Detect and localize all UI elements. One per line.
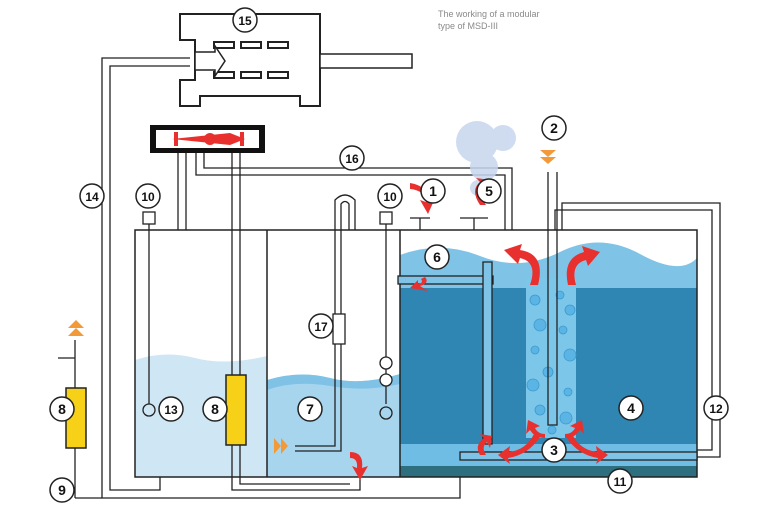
callout-6: 6 bbox=[424, 244, 450, 270]
blower-unit bbox=[179, 13, 413, 107]
label-17: 17 bbox=[314, 320, 328, 334]
label-5: 5 bbox=[485, 183, 493, 199]
arrow-clarifier bbox=[410, 277, 428, 291]
callout-12: 12 bbox=[703, 395, 729, 421]
label-14: 14 bbox=[85, 190, 99, 204]
callout-9: 9 bbox=[49, 477, 75, 503]
arrow-surface-left bbox=[504, 244, 540, 285]
callout-4: 4 bbox=[618, 395, 644, 421]
label-10a: 10 bbox=[141, 190, 155, 204]
tank-left-water bbox=[135, 354, 267, 477]
arrow-up-right bbox=[565, 420, 584, 438]
callout-10a: 10 bbox=[135, 183, 161, 209]
flow-arrows-orange bbox=[68, 150, 556, 454]
arrow-diffuser-right bbox=[566, 434, 608, 464]
valve-manifold bbox=[150, 125, 265, 153]
label-7: 7 bbox=[306, 401, 314, 417]
callout-15: 15 bbox=[232, 7, 258, 33]
label-9: 9 bbox=[58, 482, 66, 498]
callout-16: 16 bbox=[339, 145, 365, 171]
arrow-middle-down bbox=[350, 452, 368, 480]
caption-line-1: The working of a modular bbox=[438, 9, 540, 19]
tank-outlines bbox=[134, 229, 698, 478]
label-3: 3 bbox=[550, 442, 558, 458]
label-8b: 8 bbox=[211, 401, 219, 417]
tank-middle-water bbox=[267, 374, 400, 477]
callout-1: 1 bbox=[420, 178, 446, 204]
arrow-diffuser-left bbox=[498, 434, 540, 464]
callout-10b: 10 bbox=[377, 183, 403, 209]
callout-11: 11 bbox=[607, 468, 633, 494]
arrow-inlet-1 bbox=[410, 183, 436, 214]
callout-17: 17 bbox=[308, 313, 334, 339]
label-15: 15 bbox=[238, 14, 252, 28]
label-4: 4 bbox=[627, 400, 635, 416]
arrow-return bbox=[477, 434, 492, 455]
callout-2: 2 bbox=[541, 115, 567, 141]
label-13: 13 bbox=[164, 403, 178, 417]
label-16: 16 bbox=[345, 152, 359, 166]
label-12: 12 bbox=[709, 402, 723, 416]
air-bubble-column bbox=[526, 278, 577, 438]
label-11: 11 bbox=[614, 475, 627, 489]
label-8a: 8 bbox=[58, 401, 66, 417]
label-10b: 10 bbox=[383, 190, 397, 204]
callout-14: 14 bbox=[79, 183, 105, 209]
callout-8b: 8 bbox=[202, 396, 228, 422]
arrow-surface-right bbox=[566, 246, 600, 285]
arrow-up-left bbox=[526, 420, 545, 438]
callout-7: 7 bbox=[297, 396, 323, 422]
sludge-layer bbox=[400, 466, 697, 477]
diagram-caption: The working of a modular type of MSD-III bbox=[438, 8, 558, 32]
float-switch-internal bbox=[225, 374, 247, 446]
label-2: 2 bbox=[550, 120, 558, 136]
callout-13: 13 bbox=[158, 396, 184, 422]
piping bbox=[58, 57, 721, 499]
callout-3: 3 bbox=[541, 437, 567, 463]
callout-8a: 8 bbox=[49, 396, 75, 422]
caption-line-2: type of MSD-III bbox=[438, 21, 499, 31]
callout-labels: 1 2 3 4 5 6 7 8 8 9 10 10 11 12 13 14 15… bbox=[49, 7, 729, 503]
label-1: 1 bbox=[429, 183, 437, 199]
label-6: 6 bbox=[433, 249, 441, 265]
callout-5: 5 bbox=[476, 178, 502, 204]
